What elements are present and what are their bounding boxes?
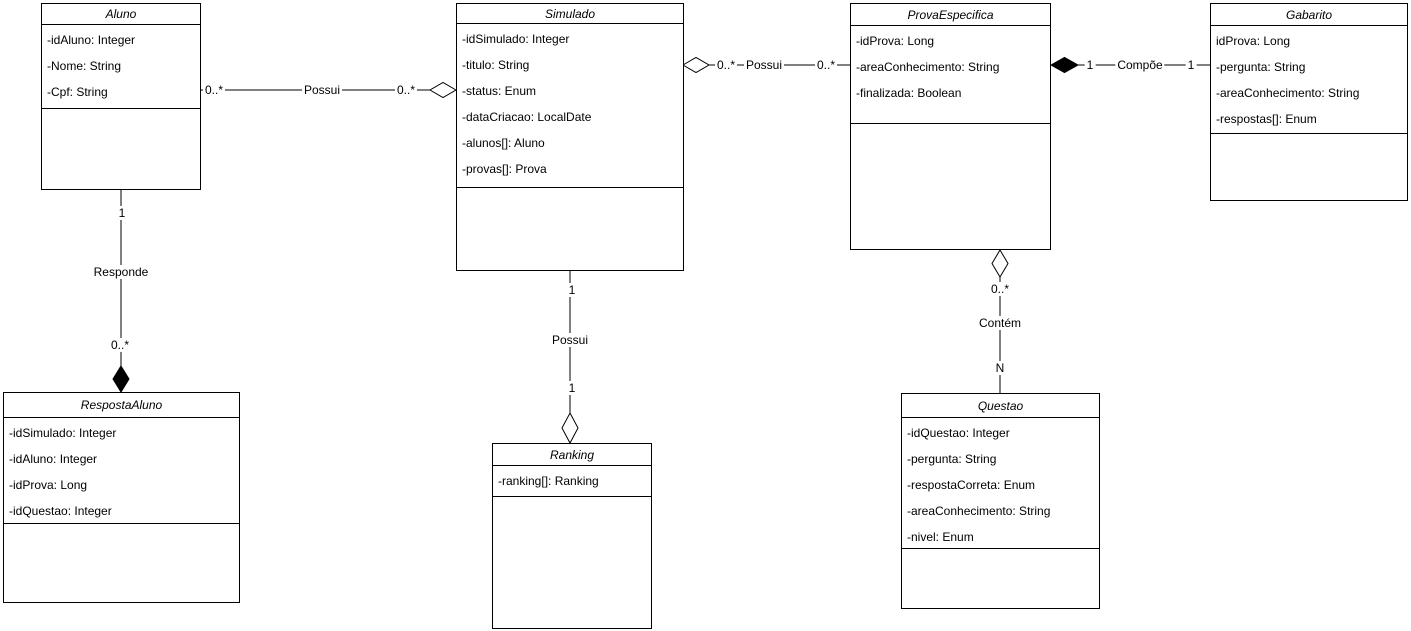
- attribute: -titulo: String: [462, 58, 530, 72]
- class-title: RespostaAluno: [4, 393, 239, 418]
- relationship-name-label: Contém: [976, 316, 1024, 330]
- attribute: idProva: Long: [1216, 34, 1291, 48]
- attribute: -idQuestao: Integer: [9, 504, 112, 518]
- class-title: Aluno: [42, 4, 200, 25]
- multiplicity-label: 1: [116, 206, 128, 220]
- multiplicity-label: 1: [1185, 58, 1197, 72]
- edge-aluno-respostaaluno[interactable]: [112, 190, 130, 393]
- attributes-compartment: -idAluno: Integer -Nome: String -Cpf: St…: [42, 25, 200, 109]
- attributes-compartment: -idProva: Long -areaConhecimento: String…: [851, 26, 1050, 124]
- multiplicity-label: 0..*: [988, 282, 1012, 296]
- class-simulado[interactable]: Simulado -idSimulado: Integer -titulo: S…: [456, 3, 684, 271]
- attributes-compartment: -idSimulado: Integer -idAluno: Integer -…: [4, 418, 239, 524]
- attribute: -status: Enum: [462, 84, 537, 98]
- attribute: -areaConhecimento: String: [1216, 86, 1360, 100]
- methods-compartment: [851, 124, 1050, 249]
- multiplicity-label: 0..*: [108, 338, 132, 352]
- class-respostaaluno[interactable]: RespostaAluno -idSimulado: Integer -idAl…: [3, 392, 240, 603]
- attribute: -areaConhecimento: String: [907, 504, 1051, 518]
- attribute: -Nome: String: [47, 59, 122, 73]
- class-title: Simulado: [457, 4, 683, 24]
- methods-compartment: [457, 188, 683, 270]
- attributes-compartment: -idQuestao: Integer -pergunta: String -r…: [902, 418, 1099, 549]
- aggregation-diamond-icon: [991, 249, 1009, 278]
- attribute: -idSimulado: Integer: [462, 32, 570, 46]
- class-title: Ranking: [493, 444, 651, 466]
- multiplicity-label: 1: [1084, 58, 1096, 72]
- attributes-compartment: -ranking[]: Ranking: [493, 466, 651, 497]
- relationship-name-label: Possui: [549, 333, 591, 347]
- attribute: -ranking[]: Ranking: [498, 474, 599, 488]
- class-title: ProvaEspecifica: [851, 4, 1050, 26]
- attribute: -respostas[]: Enum: [1216, 112, 1317, 126]
- attribute: -alunos[]: Aluno: [462, 136, 545, 150]
- attribute: -finalizada: Boolean: [856, 86, 962, 100]
- attributes-compartment: idProva: Long -pergunta: String -areaCon…: [1211, 26, 1407, 134]
- methods-compartment: [493, 497, 651, 628]
- multiplicity-label: 0..*: [714, 58, 738, 72]
- attribute: -pergunta: String: [1216, 60, 1306, 74]
- methods-compartment: [4, 524, 239, 602]
- attribute: -idProva: Long: [9, 478, 88, 492]
- class-title: Gabarito: [1211, 4, 1407, 26]
- attribute: -Cpf: String: [47, 85, 108, 99]
- composition-diamond-icon: [1049, 56, 1080, 74]
- relationship-name-label: Responde: [91, 265, 151, 279]
- attribute: -idQuestao: Integer: [907, 426, 1010, 440]
- methods-compartment: [42, 109, 200, 189]
- composition-diamond-icon: [112, 365, 130, 393]
- multiplicity-label: 1: [566, 283, 578, 297]
- aggregation-diamond-icon: [681, 56, 711, 74]
- attribute: -idProva: Long: [856, 34, 935, 48]
- class-provaespecifica[interactable]: ProvaEspecifica -idProva: Long -areaConh…: [850, 3, 1051, 250]
- attribute: -dataCriacao: LocalDate: [462, 110, 592, 124]
- relationship-name-label: Possui: [743, 58, 785, 72]
- attributes-compartment: -idSimulado: Integer -titulo: String -st…: [457, 24, 683, 188]
- attribute: -areaConhecimento: String: [856, 60, 1000, 74]
- class-questao[interactable]: Questao -idQuestao: Integer -pergunta: S…: [901, 393, 1100, 609]
- attribute: -pergunta: String: [907, 452, 997, 466]
- relationship-name-label: Compõe: [1115, 58, 1165, 72]
- attribute: -provas[]: Prova: [462, 162, 547, 176]
- class-aluno[interactable]: Aluno -idAluno: Integer -Nome: String -C…: [41, 3, 201, 190]
- multiplicity-label: 0..*: [814, 58, 838, 72]
- class-title: Questao: [902, 394, 1099, 418]
- aggregation-diamond-icon: [428, 81, 458, 99]
- multiplicity-label: 1: [566, 381, 578, 395]
- class-ranking[interactable]: Ranking -ranking[]: Ranking: [492, 443, 652, 629]
- aggregation-diamond-icon: [561, 411, 579, 445]
- multiplicity-label: N: [993, 361, 1007, 375]
- methods-compartment: [902, 549, 1099, 608]
- attribute: -respostaCorreta: Enum: [907, 478, 1036, 492]
- relationship-name-label: Possui: [301, 83, 343, 97]
- multiplicity-label: 0..*: [202, 83, 226, 97]
- attribute: -idAluno: Integer: [47, 33, 136, 47]
- attribute: -idSimulado: Integer: [9, 426, 117, 440]
- attribute: -idAluno: Integer: [9, 452, 98, 466]
- methods-compartment: [1211, 134, 1407, 200]
- multiplicity-label: 0..*: [394, 83, 418, 97]
- attribute: -nivel: Enum: [907, 530, 974, 544]
- class-gabarito[interactable]: Gabarito idProva: Long -pergunta: String…: [1210, 3, 1408, 201]
